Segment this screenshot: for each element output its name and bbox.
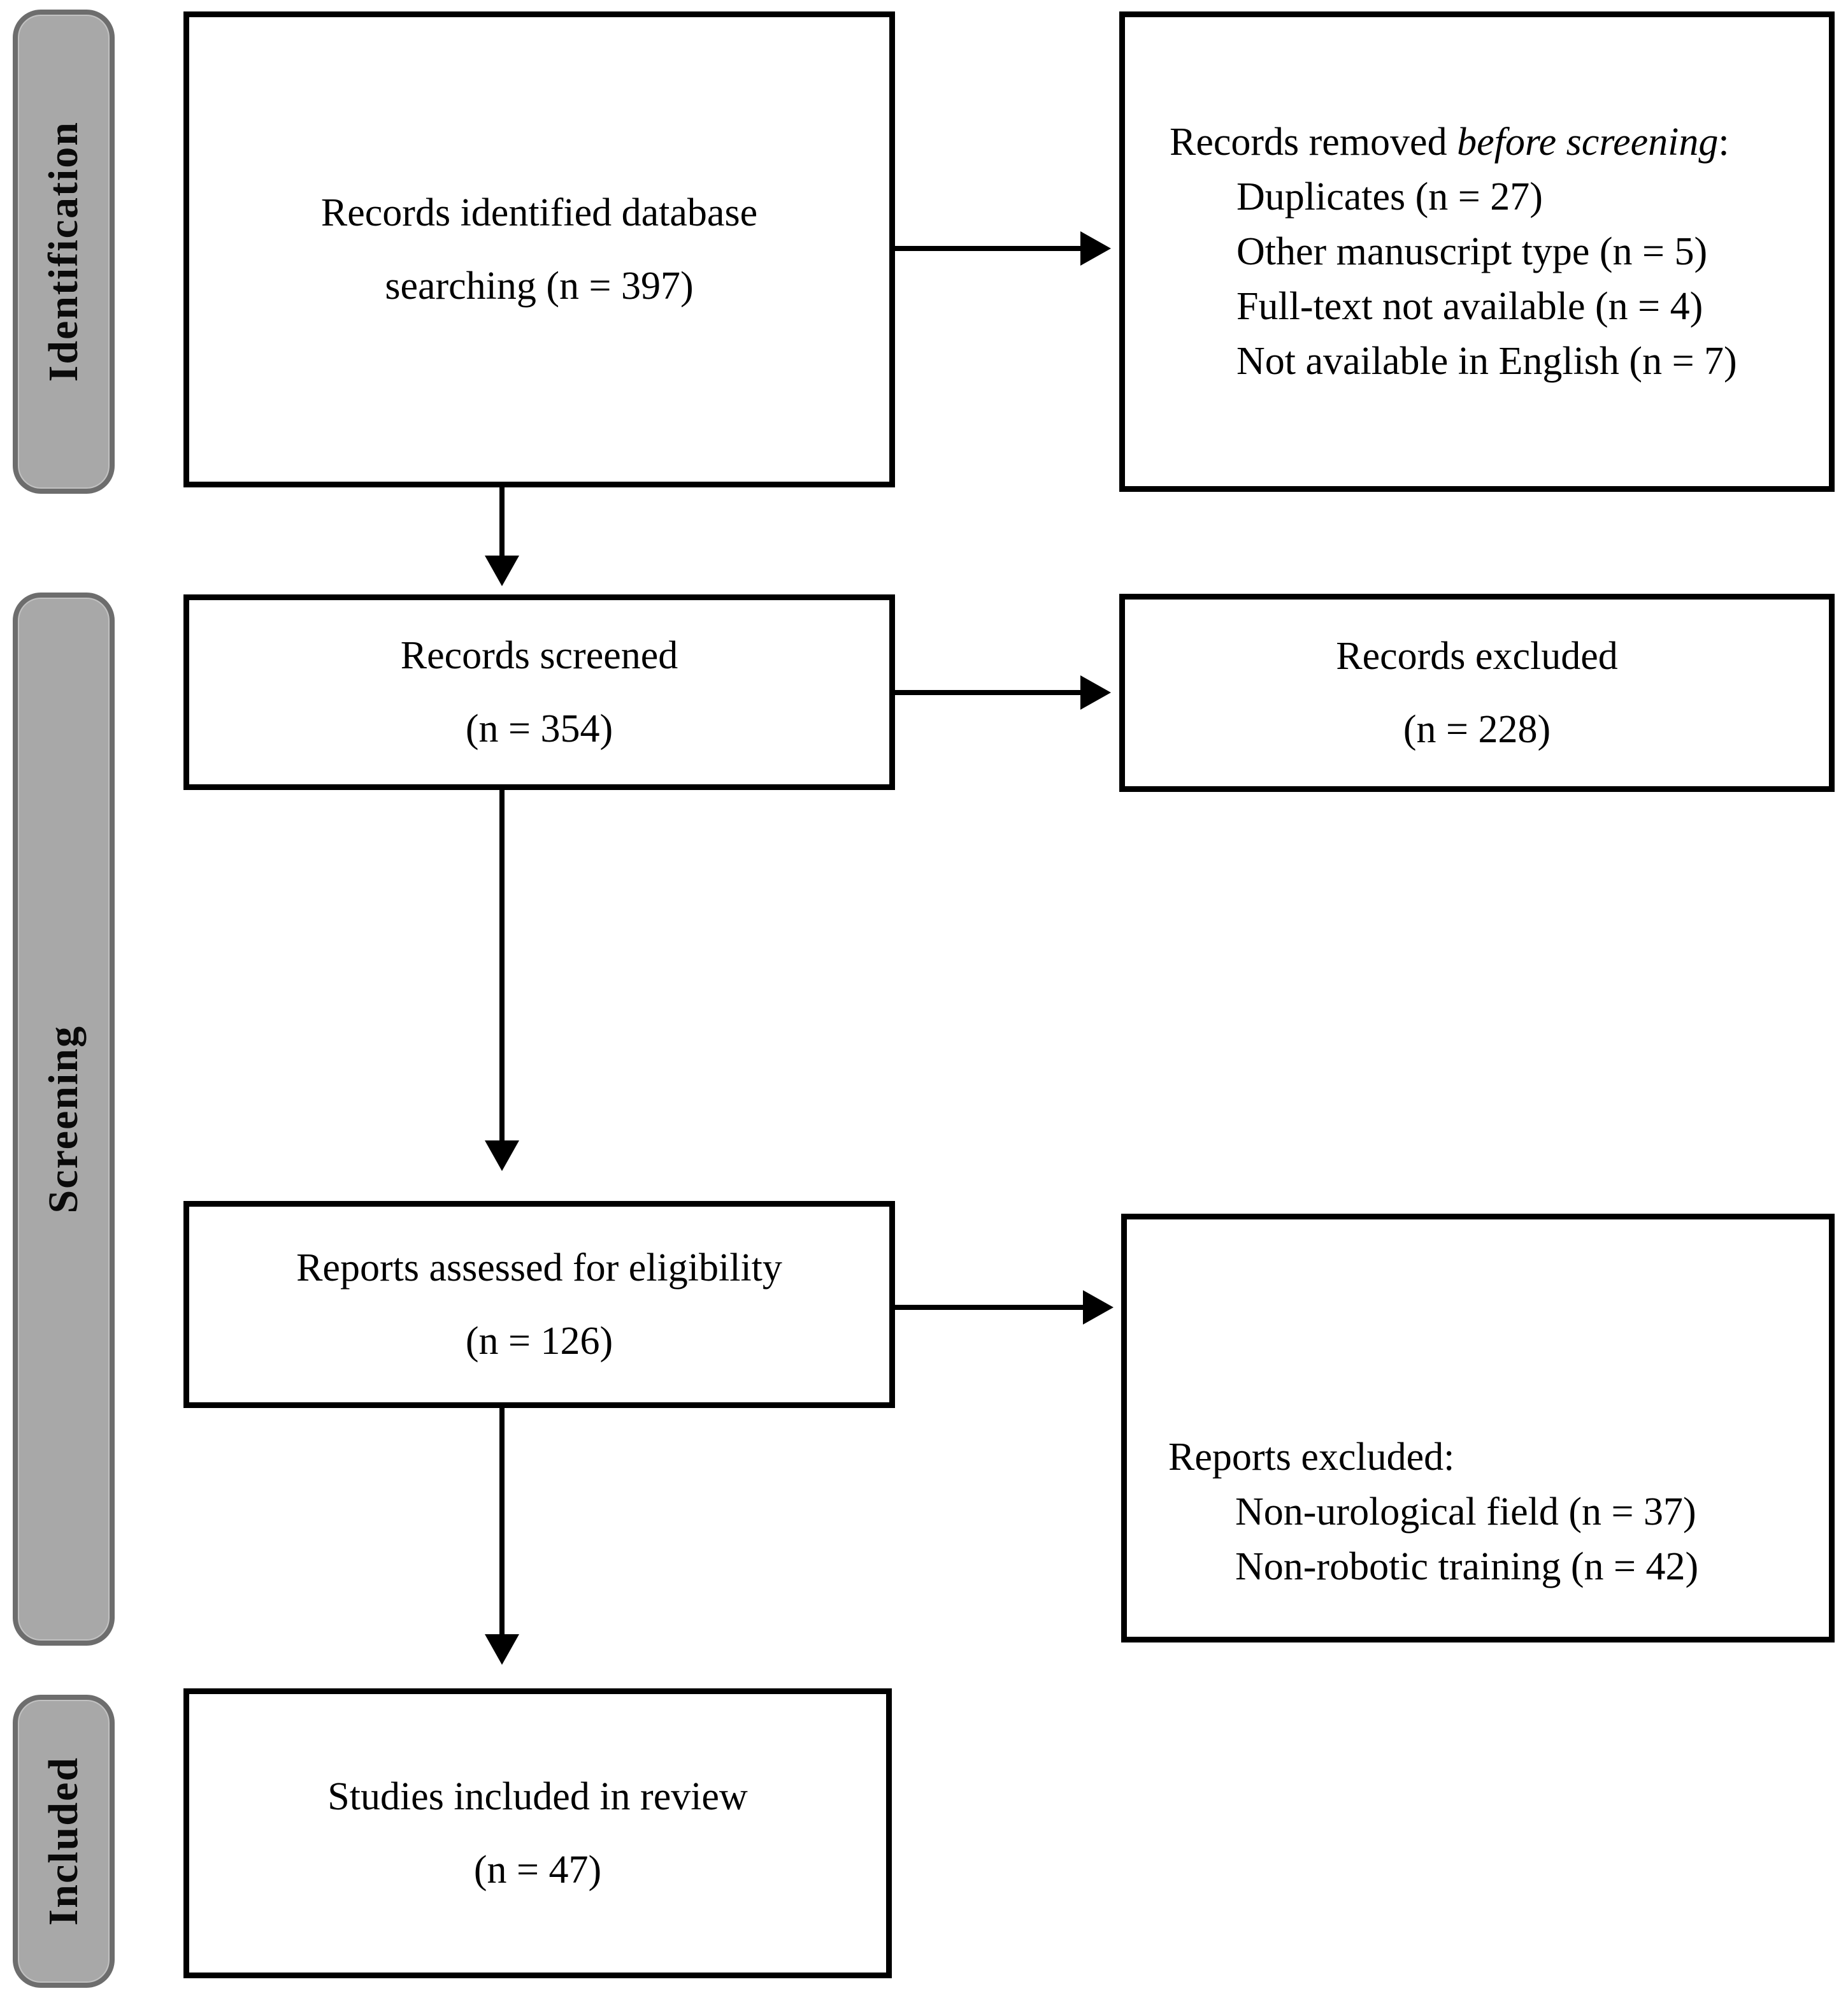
box-reports-assessed-line2: (n = 126) — [465, 1319, 613, 1363]
arrow-screened-to-assessed-head — [485, 1140, 519, 1171]
arrow-screened-to-excluded-head — [1080, 675, 1111, 710]
stage-label-screening: Screening — [40, 1024, 87, 1214]
stage-label-included: Included — [40, 1757, 87, 1926]
reports-excluded-item-urological: Non-urological field (n = 37) — [1235, 1490, 1696, 1534]
arrow-assessed-to-reports-excluded-line — [895, 1305, 1084, 1310]
arrow-screened-to-excluded-line — [895, 690, 1082, 695]
box-records-removed-title: Records removed before screening: — [1170, 115, 1810, 169]
arrow-assessed-to-reports-excluded-head — [1083, 1290, 1114, 1325]
reports-excluded-title: Reports excluded: — [1168, 1435, 1455, 1479]
removed-item-english: Not available in English (n = 7) — [1236, 340, 1737, 384]
stage-tab-identification: Identification — [13, 10, 115, 494]
arrow-identified-to-screened-line — [499, 487, 505, 556]
stage-tab-included: Included — [13, 1695, 115, 1988]
stage-tab-screening: Screening — [13, 593, 115, 1646]
box-records-excluded: Records excluded (n = 228) — [1119, 594, 1835, 792]
box-studies-included-line1: Studies included in review — [327, 1774, 748, 1818]
arrow-assessed-to-included-head — [485, 1634, 519, 1665]
box-reports-assessed-line1: Reports assessed for eligibility — [296, 1246, 782, 1290]
box-records-removed: Records removed before screening: Duplic… — [1119, 11, 1835, 492]
arrow-identified-to-screened-head — [485, 556, 519, 586]
box-records-identified: Records identified database searching (n… — [183, 11, 895, 487]
box-reports-assessed: Reports assessed for eligibility (n = 12… — [183, 1201, 895, 1408]
arrow-identified-to-removed-line — [895, 246, 1082, 251]
stage-label-identification: Identification — [40, 121, 87, 382]
removed-title-suffix: : — [1718, 120, 1730, 164]
removed-item-fulltext: Full-text not available (n = 4) — [1236, 285, 1703, 329]
box-records-excluded-line1: Records excluded — [1336, 634, 1618, 678]
box-records-excluded-line2: (n = 228) — [1403, 707, 1551, 751]
box-records-identified-line2: searching (n = 397) — [385, 264, 694, 308]
box-studies-included-line2: (n = 47) — [473, 1848, 602, 1892]
removed-item-duplicates: Duplicates (n = 27) — [1236, 175, 1543, 219]
box-studies-included: Studies included in review (n = 47) — [183, 1688, 892, 1978]
removed-title-prefix: Records removed — [1170, 120, 1458, 164]
box-records-identified-line1: Records identified database — [320, 190, 758, 234]
arrow-screened-to-assessed-line — [499, 790, 505, 1142]
box-records-screened-line1: Records screened — [400, 633, 678, 677]
reports-excluded-item-robotic: Non-robotic training (n = 42) — [1235, 1545, 1699, 1589]
box-records-screened-line2: (n = 354) — [465, 707, 613, 751]
arrow-identified-to-removed-head — [1080, 231, 1111, 266]
box-reports-excluded: Reports excluded: Non-urological field (… — [1121, 1214, 1835, 1642]
removed-item-manuscript-type: Other manuscript type (n = 5) — [1236, 229, 1708, 273]
box-records-screened: Records screened (n = 354) — [183, 594, 895, 790]
arrow-assessed-to-included-line — [499, 1408, 505, 1635]
removed-title-italic: before screening — [1457, 120, 1719, 164]
